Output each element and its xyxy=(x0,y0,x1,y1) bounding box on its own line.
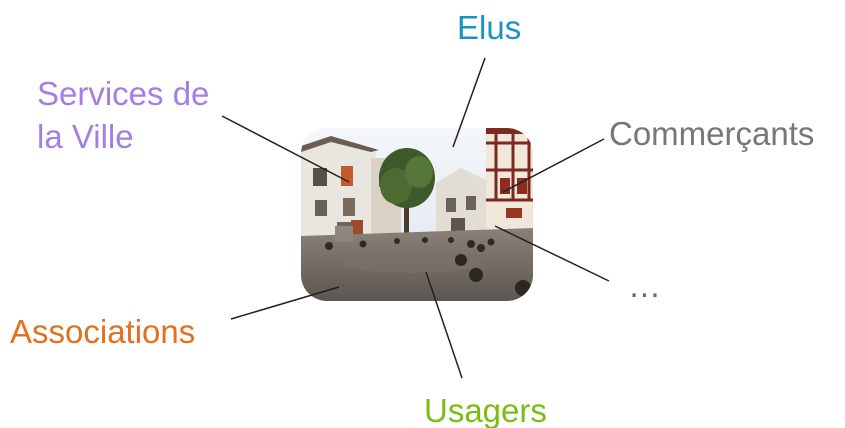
town-square-illustration xyxy=(301,128,533,301)
label-services-de-la-ville: Services de la Ville xyxy=(37,72,247,158)
label-services-line2: la Ville xyxy=(37,118,134,155)
label-ellipsis: … xyxy=(628,267,661,304)
label-services-line1: Services de xyxy=(37,75,210,112)
label-usagers: Usagers xyxy=(424,392,547,428)
label-associations: Associations xyxy=(10,313,196,350)
label-elus: Elus xyxy=(457,9,522,46)
label-commercants: Commerçants xyxy=(609,115,815,152)
town-square-photo xyxy=(301,128,533,301)
